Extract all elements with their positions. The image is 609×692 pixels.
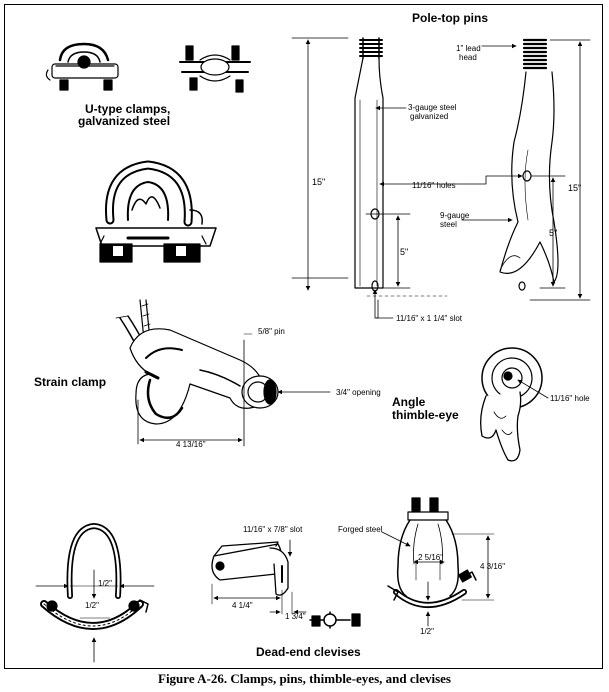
- pin-right-height-dimension: [529, 39, 591, 301]
- angle-thimble-eye-illustration: [480, 347, 543, 462]
- u-clamp-open-illustration: [179, 45, 251, 93]
- pin-right-5in-dimension: [530, 175, 566, 289]
- u-clevis-width-label: 1/2": [98, 579, 112, 588]
- slot-leader: [375, 299, 379, 319]
- pin-right-height-label: 15": [568, 183, 582, 193]
- forged-height-label: 4 3/16": [480, 562, 506, 571]
- figure-frame: [4, 4, 603, 669]
- holes-label: 11/16" holes: [412, 181, 456, 190]
- forged-bottom-label: 1/2": [420, 627, 434, 636]
- forged-inner-label: 2 5/16": [418, 553, 444, 562]
- lead-head-label-line1: 1" lead: [456, 44, 481, 53]
- thimble-title-line1: Angle: [392, 395, 426, 409]
- pin-left-height-dimension: [291, 37, 349, 291]
- thimble-hole-label: 11/16" hole: [550, 394, 590, 403]
- pin-left-5in-dimension: [365, 213, 411, 289]
- strain-pin-label: 5/8" pin: [258, 327, 285, 336]
- steel-label-line1: 3-gauge steel: [408, 103, 457, 112]
- slot-clevis-length-label: 4 1/4": [232, 601, 253, 610]
- dead-end-clevises-title: Dead-end clevises: [256, 645, 361, 659]
- slot-clevis-thickness-label: 1 3/4": [285, 612, 306, 621]
- pin-left-5in-label: 5": [400, 247, 409, 257]
- pole-top-pin-offset-illustration: [499, 38, 559, 291]
- holes-leader: [471, 173, 523, 185]
- strain-clamp-title: Strain clamp: [34, 375, 107, 389]
- strain-clamp-illustration: [115, 299, 279, 425]
- u-clamps-title-line2: galvanized steel: [78, 114, 171, 128]
- slot-clevis-dimensions: [211, 539, 307, 615]
- slot-label: 11/16" x 1 1/4" slot: [396, 314, 463, 323]
- forged-steel-label: Forged steel: [338, 525, 383, 534]
- figure-caption: Figure A-26. Clamps, pins, thimble-eyes,…: [158, 671, 451, 686]
- pole-top-pin-straight-illustration: [354, 37, 384, 292]
- gauge-label-line2: steel: [440, 220, 457, 229]
- u-clamps-title-line1: U-type clamps,: [85, 102, 171, 116]
- gauge-label-line1: 9-gauge: [440, 211, 470, 220]
- u-clevis-illustration: [40, 523, 149, 630]
- strain-width-label: 4 13/16": [176, 440, 206, 449]
- thimble-title-line2: thimble-eye: [392, 408, 459, 422]
- slot-clevis-illustration: [211, 541, 361, 629]
- forged-clevis-illustration: [387, 497, 477, 608]
- thimble-hole-leader: [517, 379, 549, 399]
- slot-clevis-slot-label: 11/16" x 7/8" slot: [243, 525, 303, 534]
- strain-clamp-width-dimension: [137, 333, 253, 447]
- u-clamp-large-illustration: [95, 160, 217, 263]
- pole-top-pins-title: Pole-top pins: [412, 11, 488, 25]
- u-clamp-small-illustration: [45, 42, 119, 91]
- strain-opening-label: 3/4" opening: [336, 388, 381, 397]
- forged-clevis-dimensions: [381, 531, 495, 627]
- u-clevis-dimensions: [35, 569, 155, 663]
- u-clevis-thickness-label: 1/2": [85, 601, 99, 610]
- slot-arrow: [372, 289, 394, 319]
- steel-label-line2: galvanized: [410, 112, 449, 121]
- pin-right-5in-label: 5": [549, 228, 558, 238]
- lead-head-label-line2: head: [459, 53, 477, 62]
- pin-left-height-label: 15": [312, 177, 326, 187]
